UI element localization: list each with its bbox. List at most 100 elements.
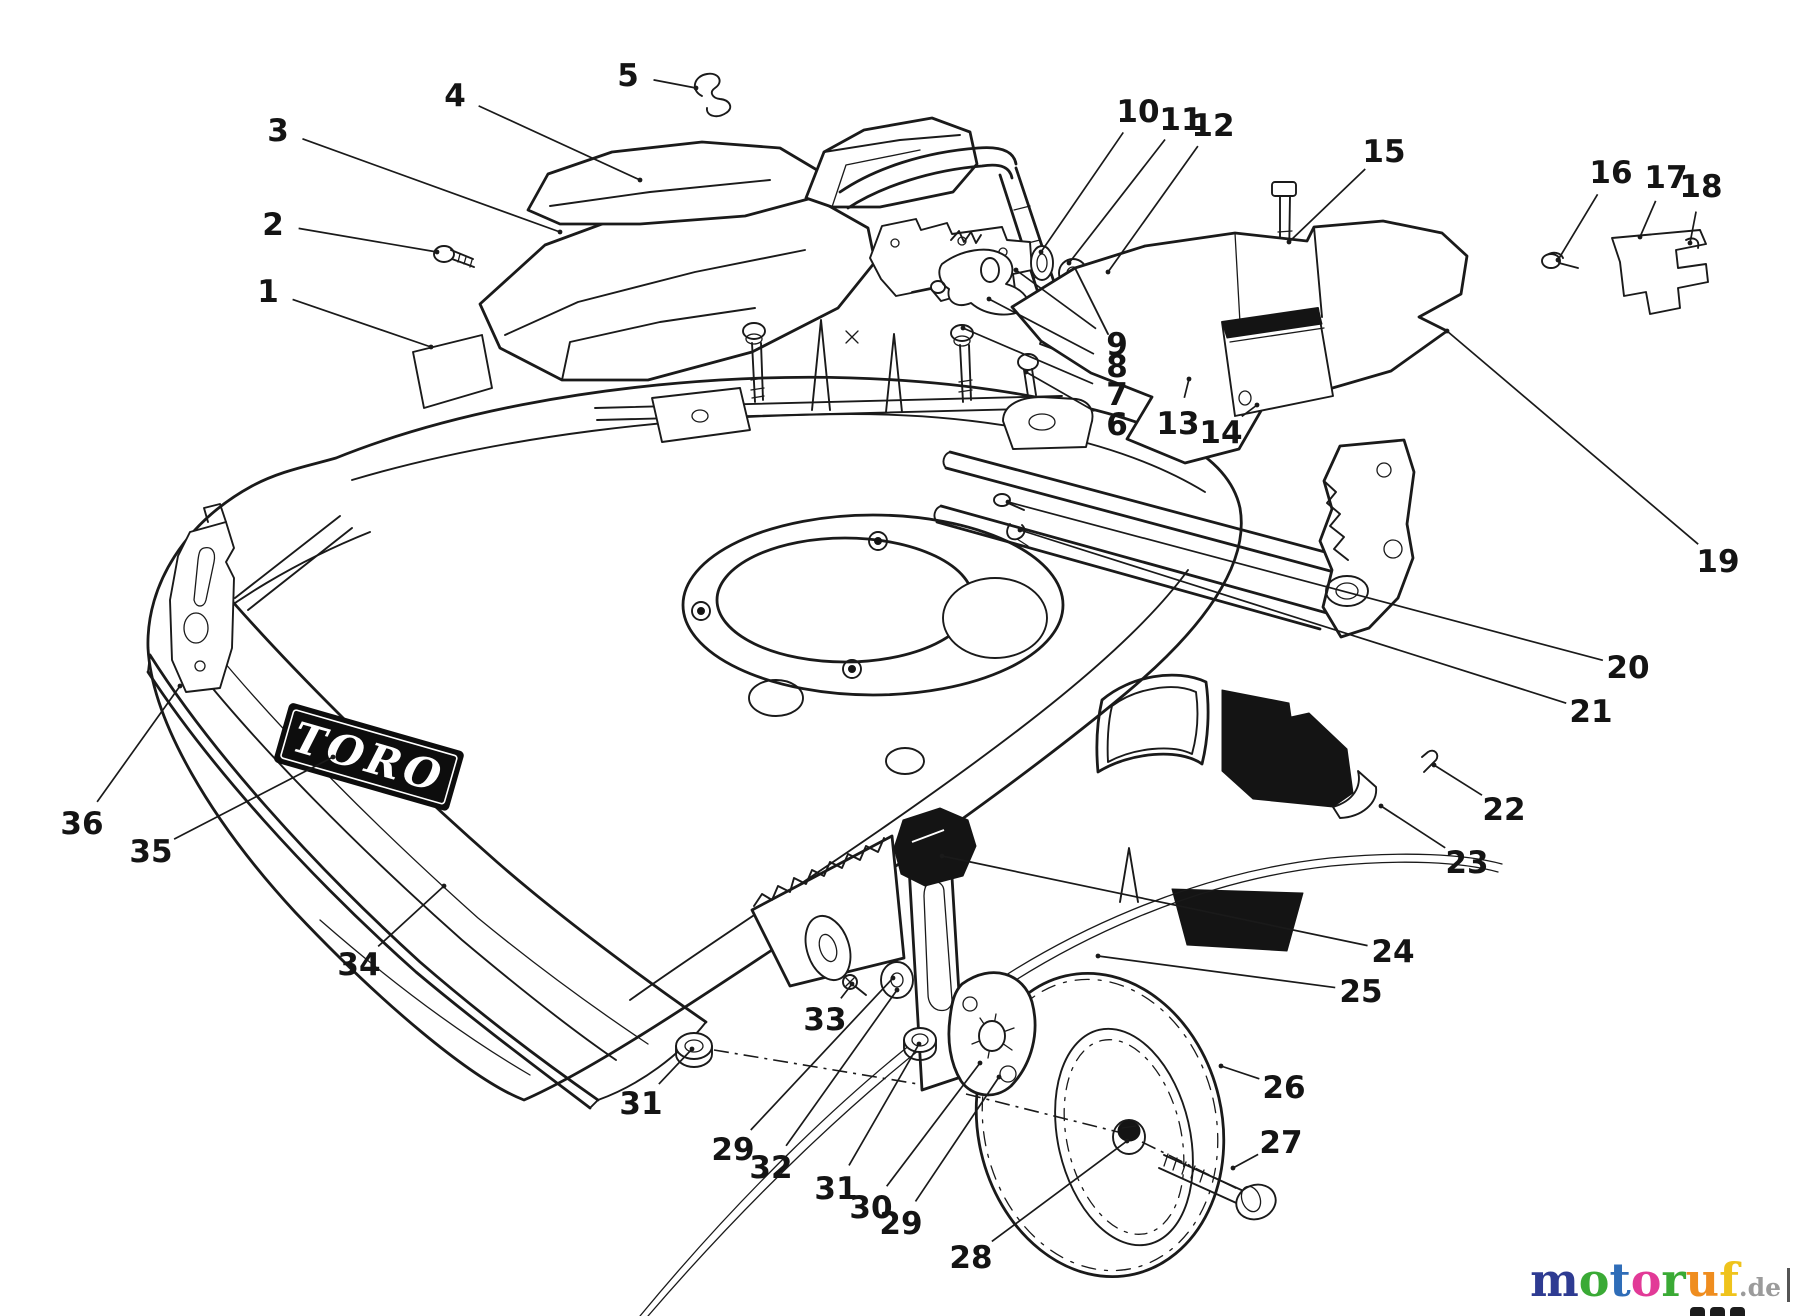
control-spring: [950, 230, 982, 244]
cotter-clip-21: [1006, 523, 1029, 547]
watermark-suffix: .de: [1738, 1273, 1781, 1302]
bracket-foot: [1002, 396, 1094, 450]
svg-text:21: 21: [1569, 694, 1612, 730]
watermark-motoruf: motoruf.de: [1530, 1257, 1790, 1308]
side-plate-14: [1221, 307, 1334, 417]
svg-text:27: 27: [1259, 1125, 1302, 1161]
svg-text:19: 19: [1696, 544, 1739, 580]
grip-recess: [1095, 673, 1210, 774]
svg-text:23: 23: [1445, 845, 1488, 881]
callout-20: 20: [1005, 499, 1650, 686]
decal-plate: [412, 334, 493, 409]
callout-22: 22: [1431, 762, 1526, 828]
left-bracket: [169, 503, 235, 693]
callout-32: 32: [749, 987, 900, 1186]
side-skirt: [146, 515, 708, 1110]
hook-clip-22: [1421, 749, 1439, 773]
cropped-text-fragment: [1685, 1307, 1745, 1316]
svg-text:11: 11: [1159, 102, 1202, 138]
callout-31: 31: [814, 1041, 922, 1207]
callout-29: 29: [879, 1074, 1002, 1242]
rear-bracket-right: [1318, 438, 1416, 639]
svg-text:18: 18: [1679, 169, 1722, 205]
svg-text:33: 33: [803, 1002, 846, 1038]
svg-text:13: 13: [1156, 406, 1199, 442]
callout-6: 6: [1023, 369, 1128, 443]
fastener-bolt-2: [433, 245, 475, 268]
center-mark: [845, 330, 859, 344]
svg-text:2: 2: [262, 207, 284, 243]
belt-guard: [1221, 689, 1377, 819]
callout-8: 8: [986, 296, 1128, 385]
svg-text:8: 8: [1106, 349, 1128, 385]
engine-mount-ring: [681, 513, 1065, 697]
svg-text:15: 15: [1362, 134, 1405, 170]
axis-line-1: [713, 1049, 919, 1085]
side-spike: [1119, 847, 1139, 903]
callout-34: 34: [337, 883, 447, 983]
callout-29: 29: [711, 975, 896, 1168]
svg-text:22: 22: [1482, 792, 1525, 828]
callout-2: 2: [262, 207, 440, 255]
svg-text:17: 17: [1644, 160, 1687, 196]
svg-text:31: 31: [814, 1171, 857, 1207]
control-plate-group: [869, 218, 1033, 316]
callout-9: 9: [1013, 267, 1128, 363]
adjuster-knob: [893, 807, 977, 887]
svg-text:29: 29: [711, 1132, 754, 1168]
deck-shadow: [1171, 888, 1304, 952]
watermark-text: motoruf: [1530, 1253, 1739, 1307]
callout-5: 5: [617, 58, 699, 94]
hub-nut: [1117, 1120, 1141, 1142]
svg-text:9: 9: [1106, 327, 1128, 363]
height-adjuster: [675, 807, 1249, 1195]
callout-35: 35: [129, 754, 336, 870]
muffler-cover: [526, 116, 979, 226]
ring-bolts: [691, 531, 888, 679]
callout-30: 30: [849, 1060, 983, 1226]
callout-36: 36: [60, 683, 183, 842]
washer-29a: [880, 961, 914, 999]
bolt-down-a: [742, 322, 766, 403]
hex-nut-lower: [903, 1027, 937, 1061]
deck-hole-left: [748, 679, 804, 717]
hex-nut-left: [675, 1032, 713, 1068]
svg-text:35: 35: [129, 834, 172, 870]
watermark-divider-bar: [1787, 1268, 1790, 1302]
callout-24: 24: [939, 853, 1415, 970]
callout-27: 27: [1230, 1125, 1303, 1171]
callout-21: 21: [1017, 527, 1613, 730]
rear-spike-right: [885, 333, 903, 413]
mower-deck-housing: [146, 319, 1304, 1102]
callout-26: 26: [1218, 1063, 1306, 1106]
svg-text:3: 3: [267, 113, 289, 149]
latch-bracket-group: [1541, 229, 1709, 315]
callout-13: 13: [1156, 376, 1200, 442]
callout-25: 25: [1095, 953, 1383, 1010]
callout-31: 31: [619, 1046, 695, 1122]
wire-clip-5: [693, 72, 732, 118]
control-cable: [639, 853, 1503, 1316]
svg-text:10: 10: [1116, 94, 1159, 130]
svg-text:30: 30: [849, 1190, 892, 1226]
callout-3: 3: [267, 113, 563, 235]
svg-text:16: 16: [1589, 155, 1632, 191]
rear-spike-left: [811, 319, 831, 411]
callout-17: 17: [1637, 160, 1688, 240]
svg-text:12: 12: [1191, 108, 1234, 144]
svg-text:32: 32: [749, 1150, 792, 1186]
svg-text:31: 31: [619, 1086, 662, 1122]
svg-text:6: 6: [1106, 407, 1128, 443]
svg-text:4: 4: [444, 78, 466, 114]
rear-bracket-left: [750, 834, 906, 988]
svg-text:25: 25: [1339, 974, 1382, 1010]
callout-33: 33: [803, 981, 855, 1038]
svg-text:34: 34: [337, 947, 380, 983]
callout-15: 15: [1286, 134, 1406, 245]
svg-text:20: 20: [1606, 650, 1649, 686]
callout-14: 14: [1199, 402, 1260, 451]
svg-text:28: 28: [949, 1240, 992, 1276]
